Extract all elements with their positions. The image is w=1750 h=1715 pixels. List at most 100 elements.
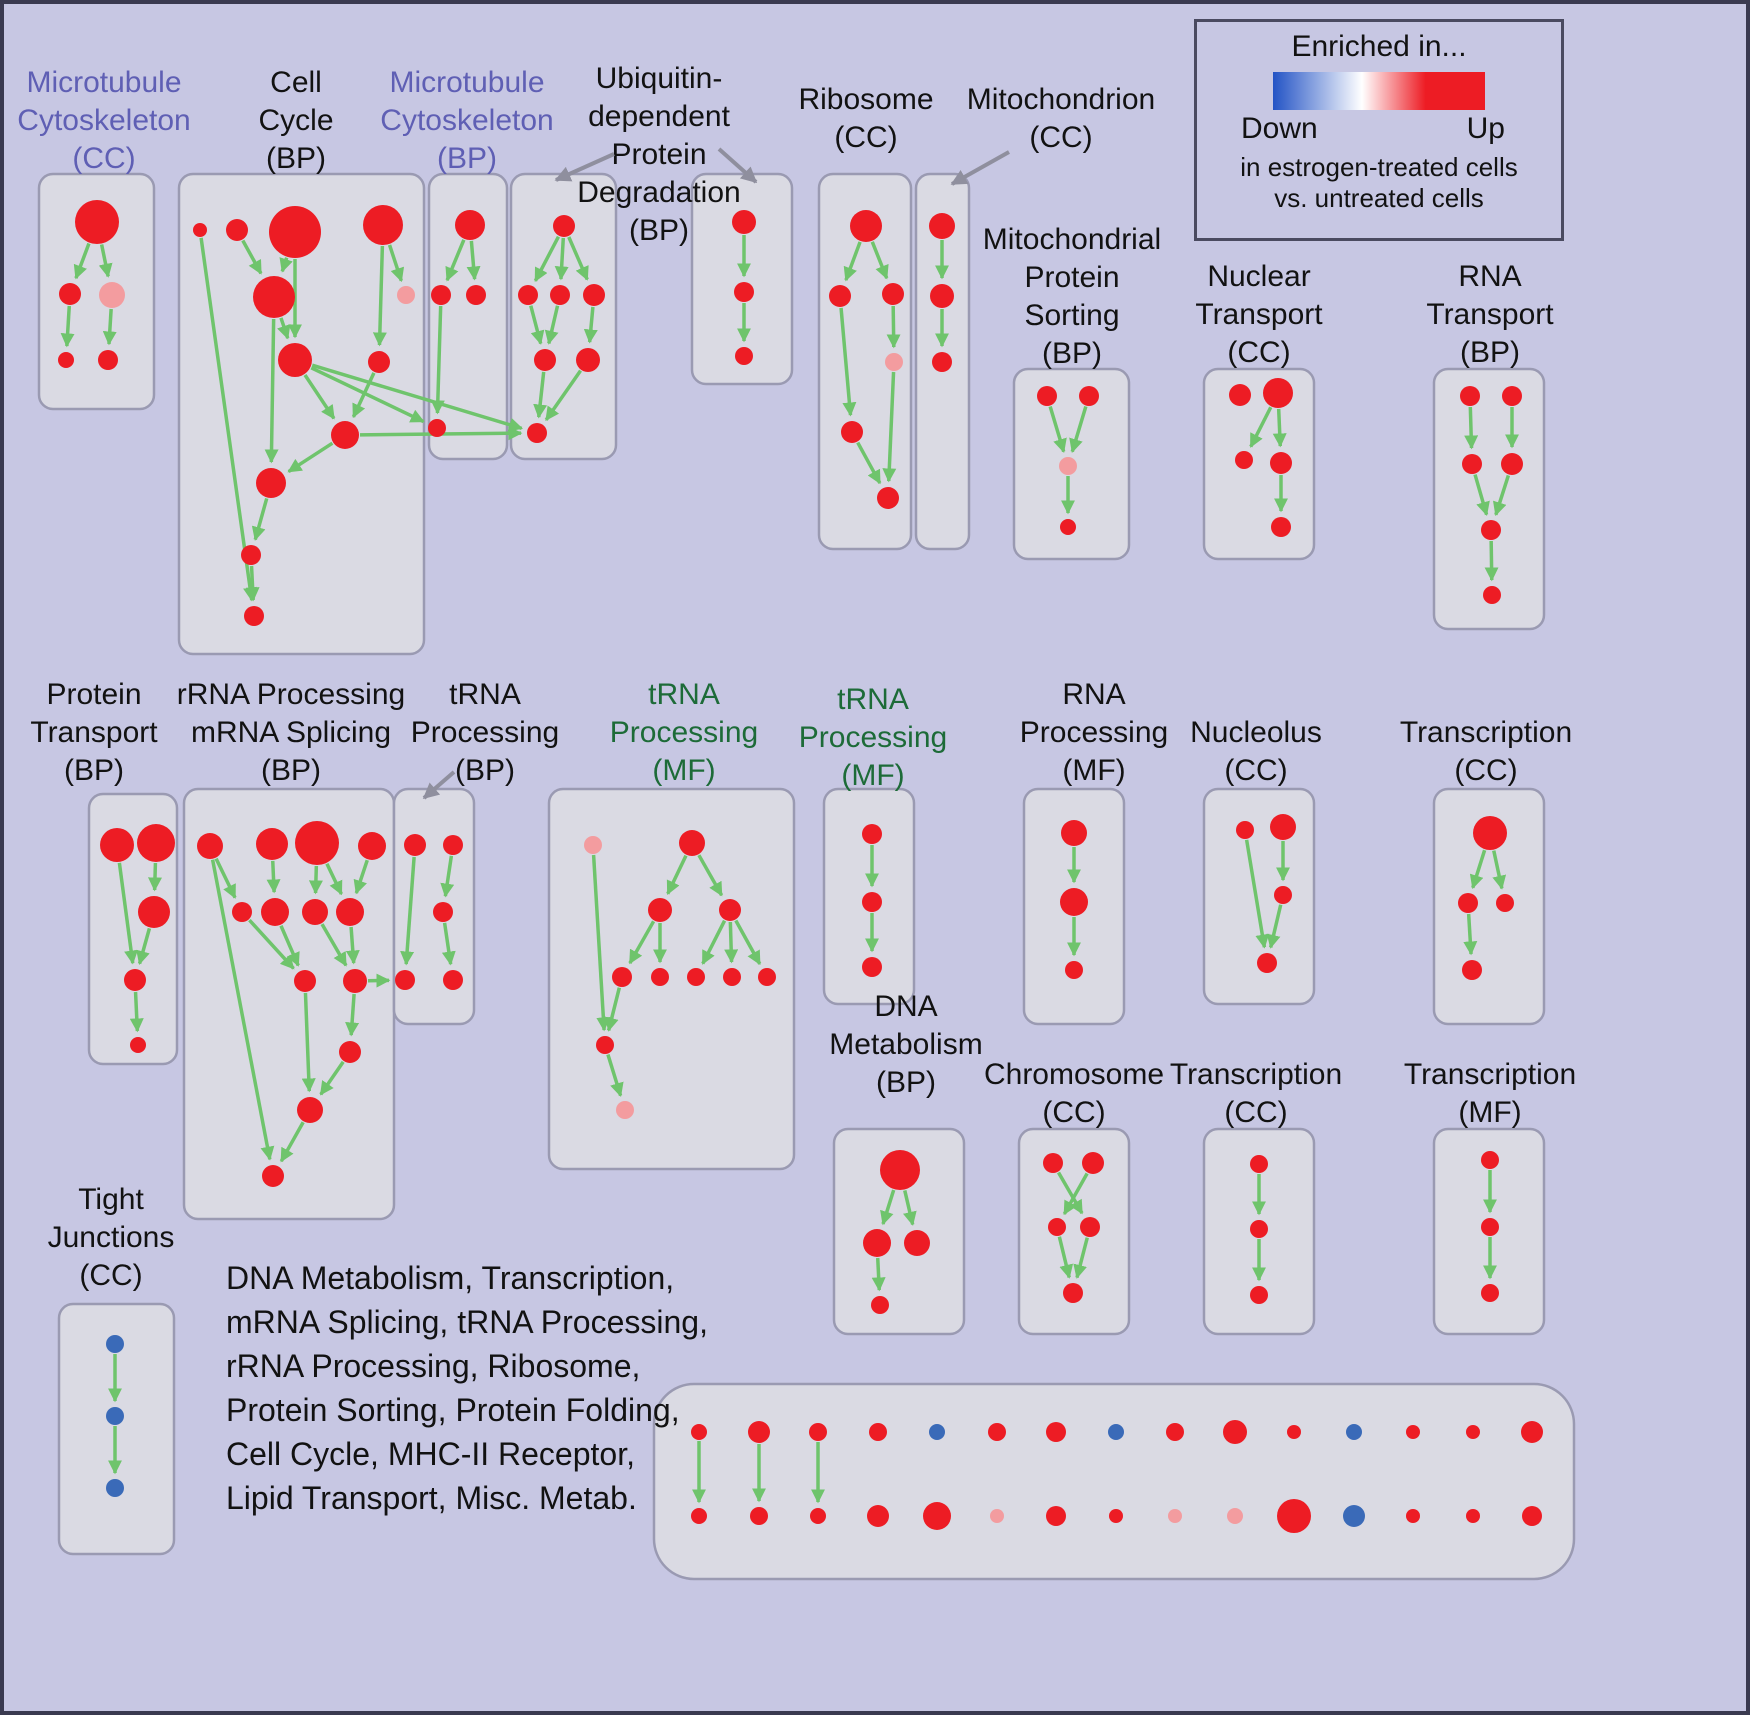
label-transcription-mf: Transcription(MF)	[1404, 1058, 1576, 1129]
go-node	[1227, 1508, 1243, 1524]
go-node	[534, 349, 556, 371]
edge-arrow	[129, 991, 144, 1033]
go-node	[1046, 1506, 1066, 1526]
go-node	[691, 1508, 707, 1524]
go-node	[651, 968, 669, 986]
go-node	[1406, 1425, 1420, 1439]
edge-arrow	[310, 366, 425, 424]
go-node	[1481, 1218, 1499, 1236]
edge-arrow	[445, 239, 466, 282]
go-node	[124, 969, 146, 991]
go-node	[1271, 517, 1291, 537]
edge-arrow	[241, 239, 263, 275]
edge-arrow	[287, 441, 334, 474]
go-node	[106, 1335, 124, 1353]
go-node	[1061, 820, 1087, 846]
go-node	[433, 902, 453, 922]
legend: Enriched in... Down Up in estrogen-treat…	[1194, 19, 1564, 241]
go-node	[885, 353, 903, 371]
edge-arrow	[1249, 406, 1273, 448]
edge-arrow	[430, 305, 445, 415]
go-node	[138, 896, 170, 928]
group-box-microtubule-bp	[427, 172, 509, 461]
go-node	[719, 899, 741, 921]
label-chromosome-cc: Chromosome(CC)	[984, 1058, 1164, 1129]
legend-gradient-bar	[1273, 72, 1485, 110]
go-node	[331, 421, 359, 449]
go-node	[596, 1036, 614, 1054]
go-node	[732, 210, 756, 234]
go-node	[443, 835, 463, 855]
go-node	[1166, 1423, 1184, 1441]
go-node	[862, 892, 882, 912]
edge-arrow	[1484, 540, 1499, 582]
go-node	[256, 468, 286, 498]
edge-arrow	[1057, 1236, 1074, 1279]
go-node	[1168, 1509, 1182, 1523]
go-node	[244, 606, 264, 626]
group-box-dna-metabolism-bp	[832, 1127, 966, 1336]
go-node	[261, 898, 289, 926]
edge-arrow	[251, 497, 269, 541]
go-node	[1462, 960, 1482, 980]
edge-arrow	[606, 1054, 624, 1098]
edge-arrow	[1493, 474, 1511, 517]
go-node	[1522, 1506, 1542, 1526]
go-node	[1496, 894, 1514, 912]
go-node	[98, 350, 118, 370]
edge-arrow	[279, 257, 293, 273]
label-transcription-cc-low: Transcription(CC)	[1170, 1058, 1342, 1129]
edge-arrow	[697, 854, 724, 897]
edge-arrow	[882, 371, 897, 483]
go-node	[336, 898, 364, 926]
callout-arrow	[422, 770, 456, 800]
go-node	[368, 351, 390, 373]
go-node	[106, 1479, 124, 1497]
go-node	[1250, 1220, 1268, 1238]
edge-arrow	[325, 862, 343, 896]
edge-arrow	[353, 859, 369, 895]
go-node	[553, 215, 575, 237]
go-node	[1501, 453, 1523, 475]
go-node	[1270, 452, 1292, 474]
group-box-misc-groups	[652, 1382, 1576, 1581]
edge-arrow	[591, 854, 611, 1032]
go-node	[395, 970, 415, 990]
go-node	[869, 1423, 887, 1441]
go-node	[863, 1229, 891, 1257]
go-node	[302, 899, 328, 925]
edge-arrow	[320, 923, 348, 967]
go-node	[1346, 1424, 1362, 1440]
go-node	[294, 970, 316, 992]
go-node	[691, 1424, 707, 1440]
group-box-chromosome-cc	[1017, 1127, 1131, 1336]
go-node	[1229, 384, 1251, 406]
go-node	[232, 902, 252, 922]
callout-arrow	[554, 152, 615, 182]
go-node	[679, 830, 705, 856]
edge-arrow	[266, 860, 281, 894]
legend-subtitle-line1: in estrogen-treated cells	[1240, 152, 1518, 182]
go-node	[550, 285, 570, 305]
edge-arrow	[701, 919, 727, 965]
go-node	[1063, 1283, 1083, 1303]
edge-arrow	[466, 240, 481, 281]
edge-arrow	[604, 987, 622, 1032]
go-node	[829, 285, 851, 307]
edge-arrow	[102, 308, 117, 346]
go-node	[612, 967, 632, 987]
edge-arrow	[533, 371, 548, 419]
group-box-trna-processing-mf-large	[547, 787, 796, 1171]
edge-arrow	[1473, 474, 1490, 516]
go-node	[527, 423, 547, 443]
go-node	[1236, 821, 1254, 839]
